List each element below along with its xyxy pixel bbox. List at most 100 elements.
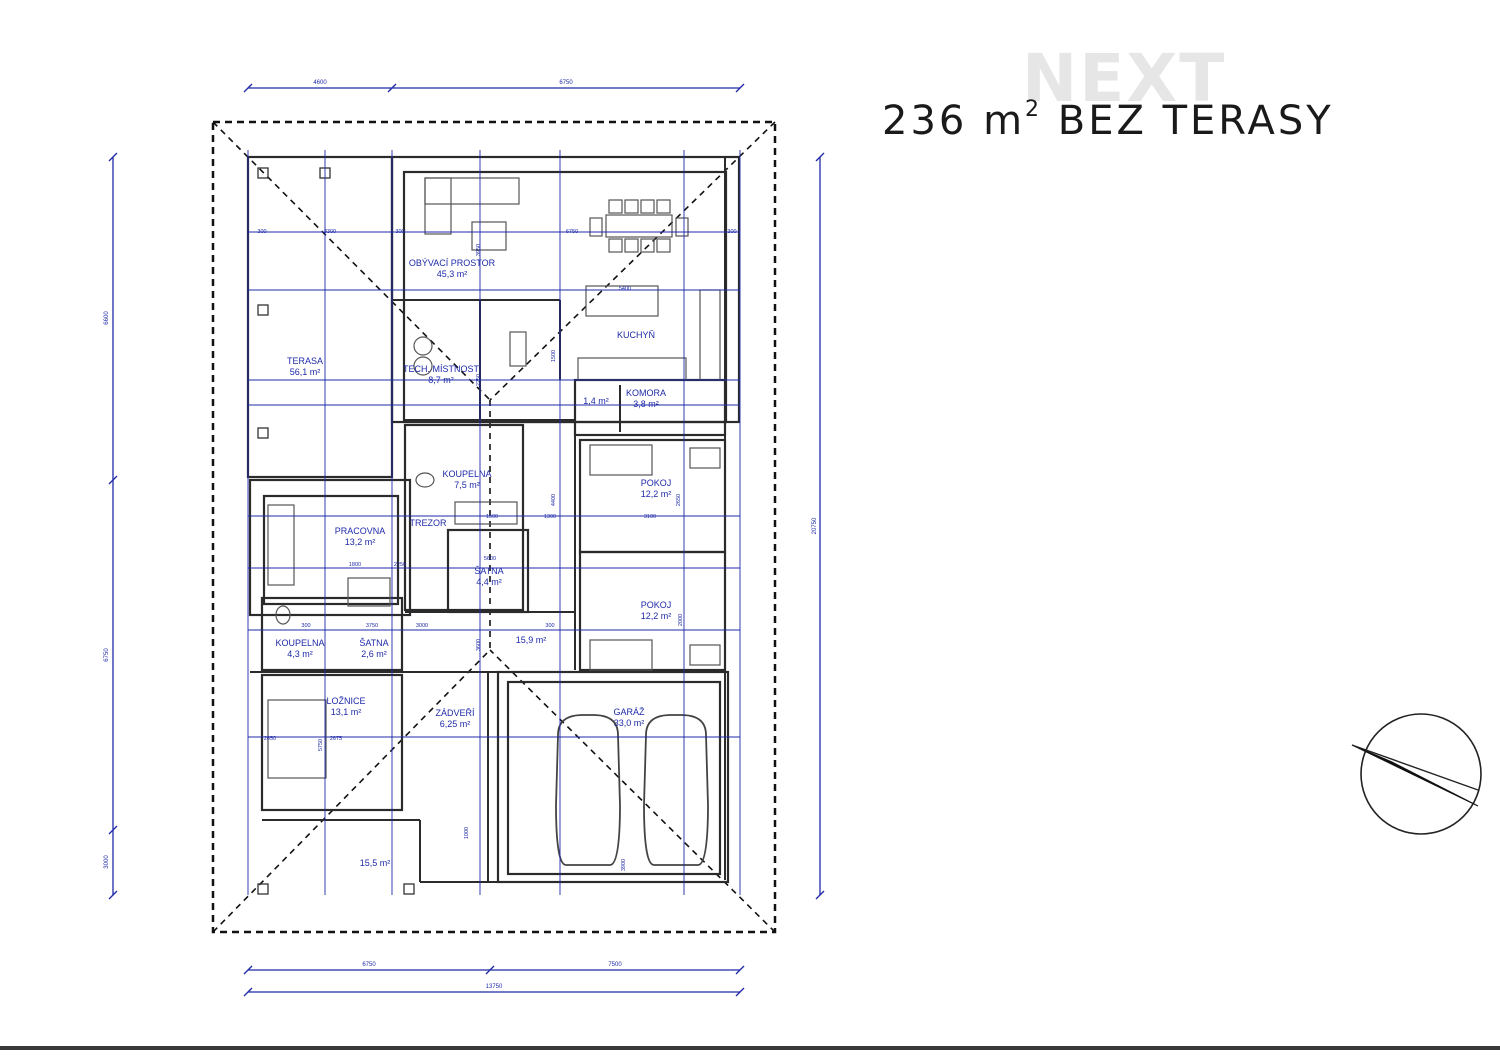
wall-segment bbox=[403, 423, 525, 612]
roof-hip-line bbox=[489, 649, 776, 933]
inner-dim-label: 2675 bbox=[330, 736, 342, 742]
room-area: 6,25 m² bbox=[440, 719, 471, 729]
dim-label-bottom: 7500 bbox=[608, 962, 622, 968]
dimension-tick bbox=[815, 152, 825, 162]
sofa bbox=[424, 177, 520, 205]
dim-label-left: 3000 bbox=[104, 855, 110, 869]
desk bbox=[689, 644, 721, 666]
dining-chair bbox=[640, 199, 655, 214]
room-area: 8,7 m² bbox=[428, 375, 454, 385]
room-area: 56,1 m² bbox=[290, 367, 321, 377]
tech-appliance bbox=[413, 336, 433, 356]
inner-dim-label: 300 bbox=[395, 229, 404, 235]
wall-segment bbox=[260, 673, 404, 812]
room-area: 45,3 m² bbox=[437, 269, 468, 279]
dining-chair bbox=[656, 238, 671, 253]
agency-logo: NEXT bbox=[1022, 40, 1226, 117]
dim-label-top: 6750 bbox=[559, 80, 573, 86]
double-bed bbox=[267, 699, 327, 779]
room-name: KOUPELNA bbox=[275, 638, 324, 648]
toilet bbox=[415, 472, 435, 488]
column bbox=[257, 304, 269, 316]
dim-label-left: 6600 bbox=[104, 311, 110, 325]
room-name: TECH. MÍSTNOST bbox=[403, 364, 480, 374]
dimension-tick bbox=[243, 965, 253, 975]
dining-chair bbox=[624, 199, 639, 214]
inner-dim-label: 5400 bbox=[619, 286, 631, 292]
kitchen-counter bbox=[699, 289, 721, 381]
sofa-arm bbox=[424, 177, 452, 235]
area-suffix: BEZ TERASY bbox=[1057, 98, 1334, 144]
wall-segment bbox=[496, 670, 730, 884]
inner-dim-label: 2250 bbox=[394, 562, 406, 568]
single-bed bbox=[589, 444, 653, 476]
inner-dim-label: 5600 bbox=[484, 556, 496, 562]
wall-segment bbox=[506, 680, 722, 876]
roof-hip-line bbox=[212, 649, 491, 933]
dimension-tick bbox=[108, 825, 118, 835]
room-name: ŠATNA bbox=[359, 638, 388, 648]
inner-dim-label: 300 bbox=[257, 229, 266, 235]
wall-segment bbox=[248, 478, 412, 617]
inner-dim-label: 2000 bbox=[678, 614, 684, 626]
room-area: 3,8 m² bbox=[633, 399, 659, 409]
furniture bbox=[257, 167, 721, 895]
inner-dim-label: 1000 bbox=[464, 827, 470, 839]
inner-dim-label: 300 bbox=[545, 623, 554, 629]
column bbox=[257, 427, 269, 439]
page-bottom-border bbox=[0, 1046, 1500, 1050]
room-area: 12,2 m² bbox=[641, 611, 672, 621]
dining-chair bbox=[624, 238, 639, 253]
inner-dim-label: 2650 bbox=[676, 494, 682, 506]
inner-dim-label: 3900 bbox=[621, 859, 627, 871]
inner-dim-label: 6750 bbox=[566, 229, 578, 235]
room-name: OBÝVACÍ PROSTOR bbox=[409, 258, 496, 268]
dimension-tick bbox=[108, 152, 118, 162]
room-name: ŠATNA bbox=[474, 566, 503, 576]
dim-label-bottom: 6750 bbox=[362, 962, 376, 968]
room-name: GARÁŽ bbox=[613, 707, 645, 717]
dining-chair bbox=[589, 217, 603, 237]
dimension-tick bbox=[735, 965, 745, 975]
dimension-tick bbox=[243, 987, 253, 997]
bathtub bbox=[454, 501, 518, 525]
dining-chair bbox=[675, 217, 689, 237]
dim-label-left: 6750 bbox=[104, 648, 110, 662]
inner-dim-label: 3300 bbox=[324, 229, 336, 235]
room-area: 13,1 m² bbox=[331, 707, 362, 717]
desk bbox=[689, 447, 721, 469]
column bbox=[403, 883, 415, 895]
inner-dim-label: 300 bbox=[301, 623, 310, 629]
inner-dim-label: 3750 bbox=[366, 623, 378, 629]
room-area: 2,6 m² bbox=[361, 649, 387, 659]
compass-circle bbox=[1360, 713, 1482, 835]
roof-outline bbox=[211, 120, 777, 934]
dimension-tick bbox=[108, 475, 118, 485]
kitchen-island bbox=[585, 285, 659, 317]
dimension-tick bbox=[243, 83, 253, 93]
room-area: 15,9 m² bbox=[516, 635, 547, 645]
dining-chair bbox=[608, 199, 623, 214]
room-area: 13,2 m² bbox=[345, 537, 376, 547]
dining-table bbox=[605, 214, 673, 238]
dimension-tick bbox=[735, 83, 745, 93]
room-area: 15,5 m² bbox=[360, 858, 391, 868]
room-area: 7,5 m² bbox=[454, 480, 480, 490]
dimension-tick bbox=[735, 987, 745, 997]
room-name: PRACOVNA bbox=[335, 526, 386, 536]
inner-dim-label: 3000 bbox=[416, 623, 428, 629]
dimension-tick bbox=[815, 890, 825, 900]
compass-needle bbox=[1351, 744, 1479, 807]
car bbox=[555, 714, 621, 866]
dimension-grid bbox=[247, 150, 741, 895]
area-unit-sup: 2 bbox=[1025, 96, 1043, 122]
dimension-tick bbox=[108, 890, 118, 900]
dimension-tick bbox=[485, 965, 495, 975]
compass-needle-line bbox=[1351, 744, 1479, 791]
dimension-tick bbox=[387, 83, 397, 93]
room-name: TREZOR bbox=[410, 518, 447, 528]
dim-label-top: 4600 bbox=[313, 80, 327, 86]
coffee-table bbox=[471, 221, 507, 251]
column bbox=[257, 883, 269, 895]
